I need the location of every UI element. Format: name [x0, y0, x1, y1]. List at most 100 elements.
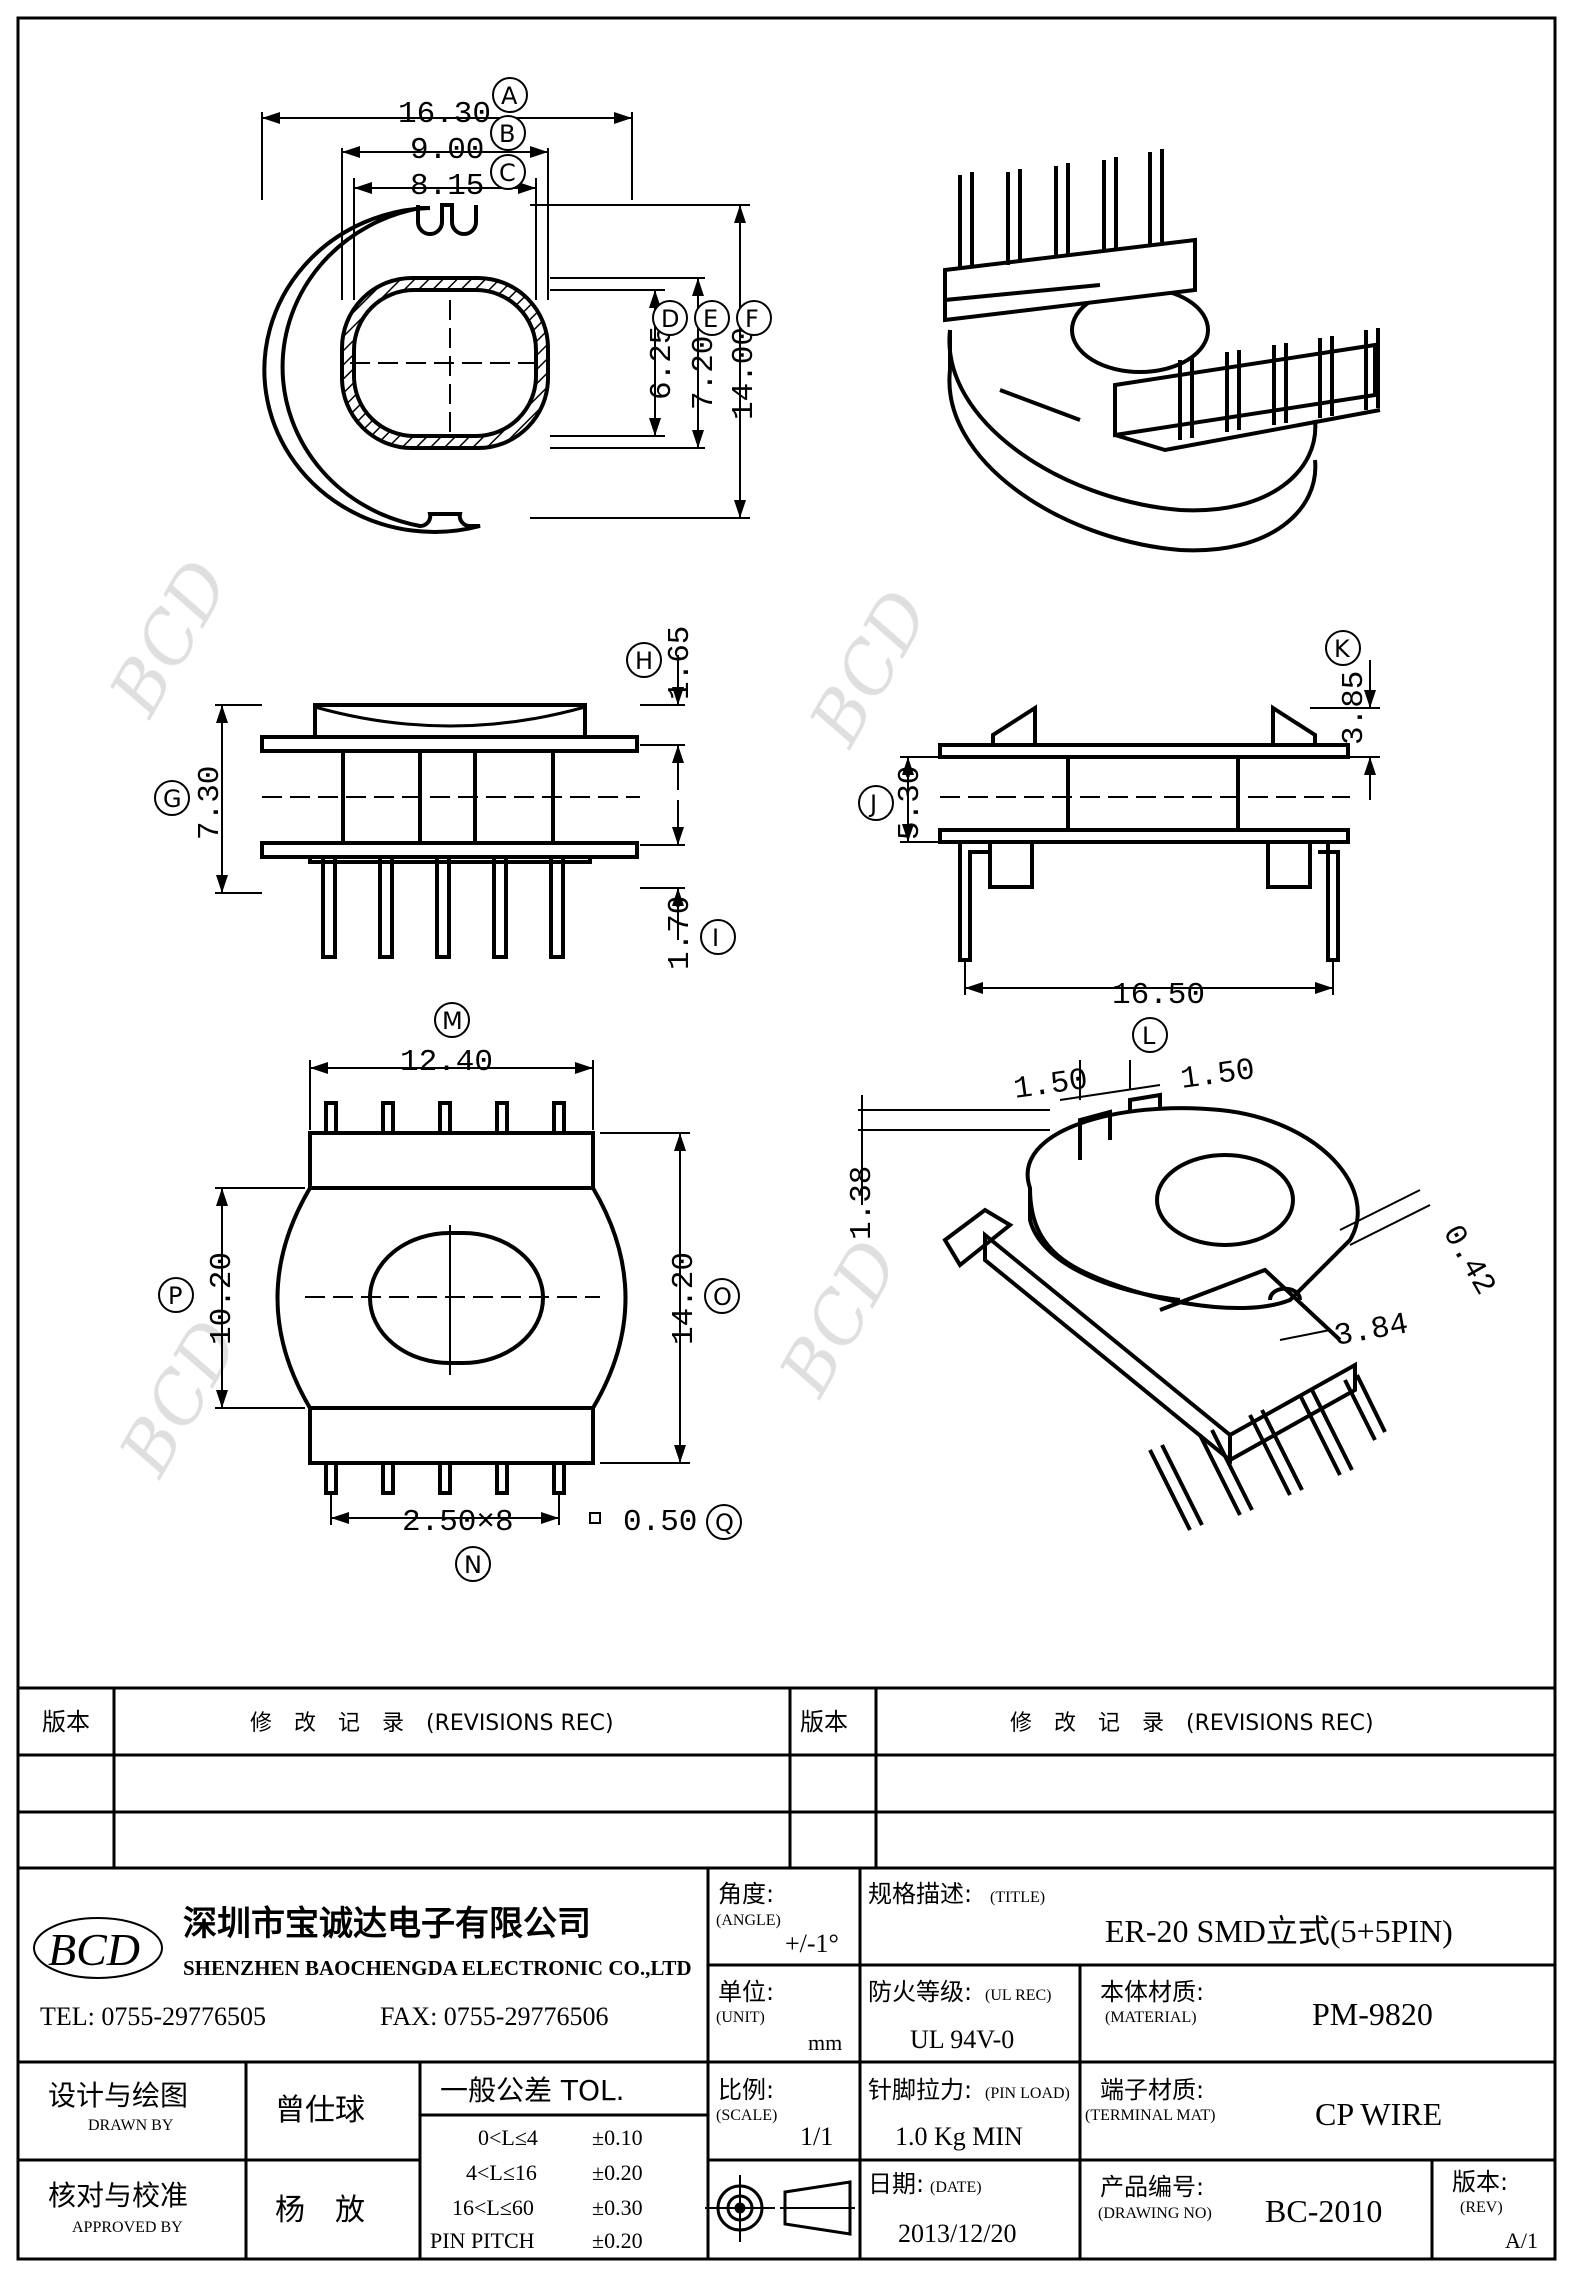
svg-text:O: O: [713, 1283, 732, 1311]
label-o: O: [704, 1278, 740, 1314]
dim-c-value: 8.15: [410, 169, 484, 204]
approved-label-en: APPROVED BY: [72, 2219, 183, 2236]
ul-label: 防火等级:: [868, 1978, 972, 2006]
iso-view-bottom: [858, 1060, 1431, 1531]
rev-header-version-2: 版本: [800, 1708, 848, 1736]
drawing-no-label: 产品编号:: [1100, 2173, 1204, 2201]
label-k: K: [1325, 630, 1361, 666]
angle-label-en: (ANGLE): [716, 1912, 781, 1929]
dim-n-value: 2.50×8: [402, 1505, 514, 1540]
date-value: 2013/12/20: [898, 2219, 1016, 2248]
svg-text:C: C: [499, 159, 516, 187]
drawing-no-label-en: (DRAWING NO): [1098, 2205, 1212, 2222]
pin-label: 针脚拉力:: [868, 2076, 972, 2104]
dim-m-value: 12.40: [400, 1045, 493, 1080]
label-i: I: [700, 919, 736, 955]
company-name-cn: 深圳市宝诚达电子有限公司: [183, 1904, 591, 1944]
dim-iso-w: 3.84: [1332, 1307, 1411, 1354]
title-label: 规格描述:: [868, 1880, 972, 1908]
tol-value-1: ±0.10: [592, 2125, 643, 2150]
revisions-table: [18, 1686, 1555, 1870]
label-q: Q: [706, 1504, 742, 1540]
pin-value: 1.0 Kg MIN: [895, 2122, 1023, 2151]
svg-text:L: L: [1142, 1022, 1156, 1050]
rev-header-record: 修 改 记 录 (REVISIONS REC): [250, 1711, 614, 1736]
approved-label: 核对与校准: [48, 2179, 188, 2212]
date-label: 日期:: [868, 2170, 924, 2198]
terminal-value: CP WIRE: [1315, 2096, 1442, 2132]
tol-value-4: ±0.20: [592, 2228, 643, 2253]
approved-value: 杨 放: [275, 2193, 365, 2228]
material-value: PM-9820: [1312, 1996, 1433, 2032]
label-h: H: [626, 642, 662, 678]
angle-value: +/-1°: [785, 1929, 839, 1958]
ul-label-en: (UL REC): [985, 1987, 1052, 2004]
company-tel: TEL: 0755-29776505: [40, 2002, 266, 2031]
dim-g-value: 7.30: [193, 766, 228, 840]
svg-text:I: I: [712, 924, 719, 952]
svg-text:N: N: [464, 1551, 482, 1579]
material-label: 本体材质:: [1100, 1978, 1204, 2006]
label-n: N: [455, 1546, 491, 1582]
dim-d-value: 6.25: [645, 326, 680, 400]
dim-iso-h: 1.38: [845, 1166, 880, 1240]
dim-p-value: 10.20: [205, 1252, 240, 1345]
dim-a-value: 16.30: [398, 97, 491, 132]
unit-label-en: (UNIT): [716, 2009, 765, 2026]
scale-label: 比例:: [718, 2076, 774, 2104]
dim-front-width: 16.50: [1112, 978, 1205, 1013]
dim-h-value: 1.65: [663, 626, 698, 700]
terminal-label: 端子材质:: [1100, 2076, 1204, 2104]
drawn-label-en: DRAWN BY: [88, 2117, 174, 2134]
label-j: J: [858, 785, 894, 821]
drawn-label: 设计与绘图: [48, 2079, 188, 2112]
watermark-text: BCD: [793, 577, 946, 760]
tol-label: 一般公差 TOL.: [440, 2074, 625, 2107]
tol-value-3: ±0.30: [592, 2195, 643, 2220]
svg-text:P: P: [168, 1282, 182, 1310]
rev-label: 版本:: [1452, 2168, 1508, 2196]
dim-iso-l1: 1.50: [1012, 1063, 1091, 1108]
svg-text:E: E: [703, 305, 718, 333]
tol-value-2: ±0.20: [592, 2160, 643, 2185]
rev-header-version: 版本: [42, 1708, 90, 1736]
top-view: [261, 112, 750, 534]
drawing-no-value: BC-2010: [1265, 2193, 1382, 2229]
title-value: ER-20 SMD立式(5+5PIN): [1105, 1913, 1453, 1949]
dim-q-value: 0.50: [623, 1505, 697, 1540]
ul-value: UL 94V-0: [910, 2025, 1014, 2054]
svg-text:D: D: [661, 305, 679, 333]
company-fax: FAX: 0755-29776506: [380, 2002, 608, 2031]
scale-value: 1/1: [800, 2122, 833, 2151]
scale-label-en: (SCALE): [716, 2107, 777, 2124]
tol-range-3: 16<L≤60: [452, 2195, 534, 2220]
label-l: L: [1132, 1017, 1168, 1053]
tol-range-4: PIN PITCH: [430, 2228, 535, 2253]
svg-text:H: H: [635, 647, 653, 675]
bottom-view: [215, 1060, 690, 1525]
label-c: C: [490, 154, 526, 190]
dim-iso-l2: 1.50: [1179, 1053, 1258, 1098]
svg-text:J: J: [868, 790, 877, 818]
date-label-en: (DATE): [930, 2179, 982, 2196]
unit-value: mm: [808, 2030, 842, 2055]
dim-f-value: 14.00: [727, 327, 762, 420]
rev-header-record-2: 修 改 记 录 (REVISIONS REC): [1010, 1711, 1374, 1736]
svg-text:F: F: [745, 305, 759, 333]
label-p: P: [158, 1277, 194, 1313]
company-name-en: SHENZHEN BAOCHENGDA ELECTRONIC CO.,LTD: [183, 1956, 692, 1980]
dim-k-value: 3.85: [1337, 671, 1372, 745]
dim-i-value: 1.70: [663, 896, 698, 970]
sheet-border: [16, 16, 1557, 2261]
label-e: E: [694, 300, 730, 336]
svg-text:B: B: [499, 120, 515, 148]
label-f: F: [736, 300, 772, 336]
material-label-en: (MATERIAL): [1105, 2009, 1197, 2026]
label-a: A: [492, 77, 528, 113]
dim-o-value: 14.20: [667, 1252, 702, 1345]
label-g: G: [154, 780, 190, 816]
svg-text:G: G: [163, 785, 182, 813]
dim-iso-t: 0.42: [1434, 1220, 1502, 1302]
dim-j-value: 5.30: [893, 766, 928, 840]
